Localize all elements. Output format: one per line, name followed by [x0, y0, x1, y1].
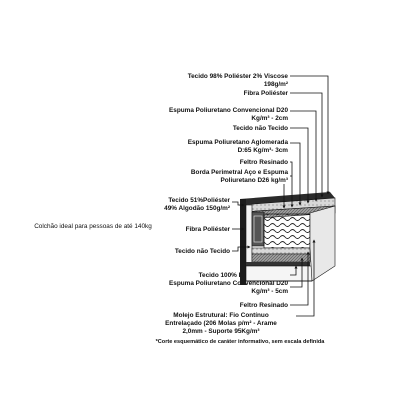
mattress-body [239, 192, 336, 285]
label-espuma-aglomerada: Espuma Poliuretano Aglomerada D:65 Kg/m³… [188, 139, 288, 155]
label-feltro-bot: Feltro Resinado [239, 302, 288, 309]
leader-feltro-top [290, 161, 294, 208]
label-espuma-d20-top: Espuma Poliuretano Convencional D20 Kg/m… [169, 107, 288, 123]
label-line: Tecido 98% Poliéster 2% Viscose [187, 73, 288, 80]
label-line: Molejo Estrutural: Fio Contínuo [173, 312, 269, 319]
right-edge [309, 205, 336, 282]
lower-fabric [246, 262, 310, 266]
leader-aglomerada [290, 142, 302, 206]
leader-tnt-top [290, 127, 310, 204]
label-tecido-viscose: Tecido 98% Poliéster 2% Viscose 198g/m² [188, 73, 288, 89]
label-line: Kg/m³ - 2cm [251, 115, 288, 122]
label-line: Entrelaçado (206 Molas p/m² - Arame [165, 320, 277, 327]
label-tecido-nao-tecido-top: Tecido não Tecido [232, 125, 288, 132]
border-edge [240, 199, 246, 285]
label-tecido-51: Tecido 51%Poliéster 49% Algodão 150g/m² [164, 197, 230, 213]
leader-tecido-51 [232, 201, 245, 207]
label-line: Espuma Poliuretano Convencional D20 [169, 280, 288, 287]
label-line: Borda Perimetral Aço e Espuma [190, 169, 288, 176]
label-borda-perimetral: Borda Perimetral Aço e Espuma Poliuretan… [191, 169, 288, 185]
footnote: *Corte esquemático de caráter informativ… [155, 339, 325, 345]
label-line: Espuma Poliuretano Convencional D20 [169, 107, 288, 114]
label-line: Tecido 51%Poliéster [168, 197, 230, 204]
capacity-note: Colchão ideal para pessoas de até 140kg [34, 223, 152, 230]
label-line: D:65 Kg/m³- 3cm [237, 147, 288, 154]
label-line: Espuma Poliuretano Aglomerada [187, 139, 288, 146]
leader-espuma-d20-top [290, 110, 318, 202]
leader-lines [232, 75, 330, 317]
leader-molejo [296, 239, 316, 317]
lower-foam [251, 253, 311, 263]
lower-felt [251, 247, 311, 255]
spring-unit [263, 213, 311, 249]
label-fibra-poliester-top: Fibra Poliéster [243, 90, 288, 97]
label-molejo: Molejo Estrutural: Fio Contínuo Entrelaç… [148, 312, 294, 336]
label-fibra-poliester-mid: Fibra Poliéster [185, 226, 230, 233]
leader-tnt-mid [232, 245, 251, 252]
label-line: 2,0mm - Suporte 95Kg/m³ [182, 328, 260, 335]
leader-tecido-viscose [290, 75, 330, 195]
leader-espuma-d20-bot [290, 257, 304, 288]
leader-tecido-100 [290, 265, 298, 276]
label-tecido-nao-tecido-mid: Tecido não Tecido [174, 248, 230, 255]
label-line: Kg/m³ - 5cm [251, 288, 288, 295]
label-line: 198g/m² [263, 81, 288, 88]
label-line: 49% Algodão 150g/m² [164, 205, 230, 212]
label-feltro-top: Feltro Resinado [239, 159, 288, 166]
foam-border-inner [253, 215, 263, 243]
leader-fibra-top [290, 92, 324, 198]
top-fabric-layer [240, 192, 335, 205]
label-line: Poliuretano D26 kg/m³ [220, 177, 288, 184]
leader-feltro-bot [290, 251, 310, 306]
label-espuma-d20-bot: Espuma Poliuretano Convencional D20 Kg/m… [169, 280, 288, 296]
